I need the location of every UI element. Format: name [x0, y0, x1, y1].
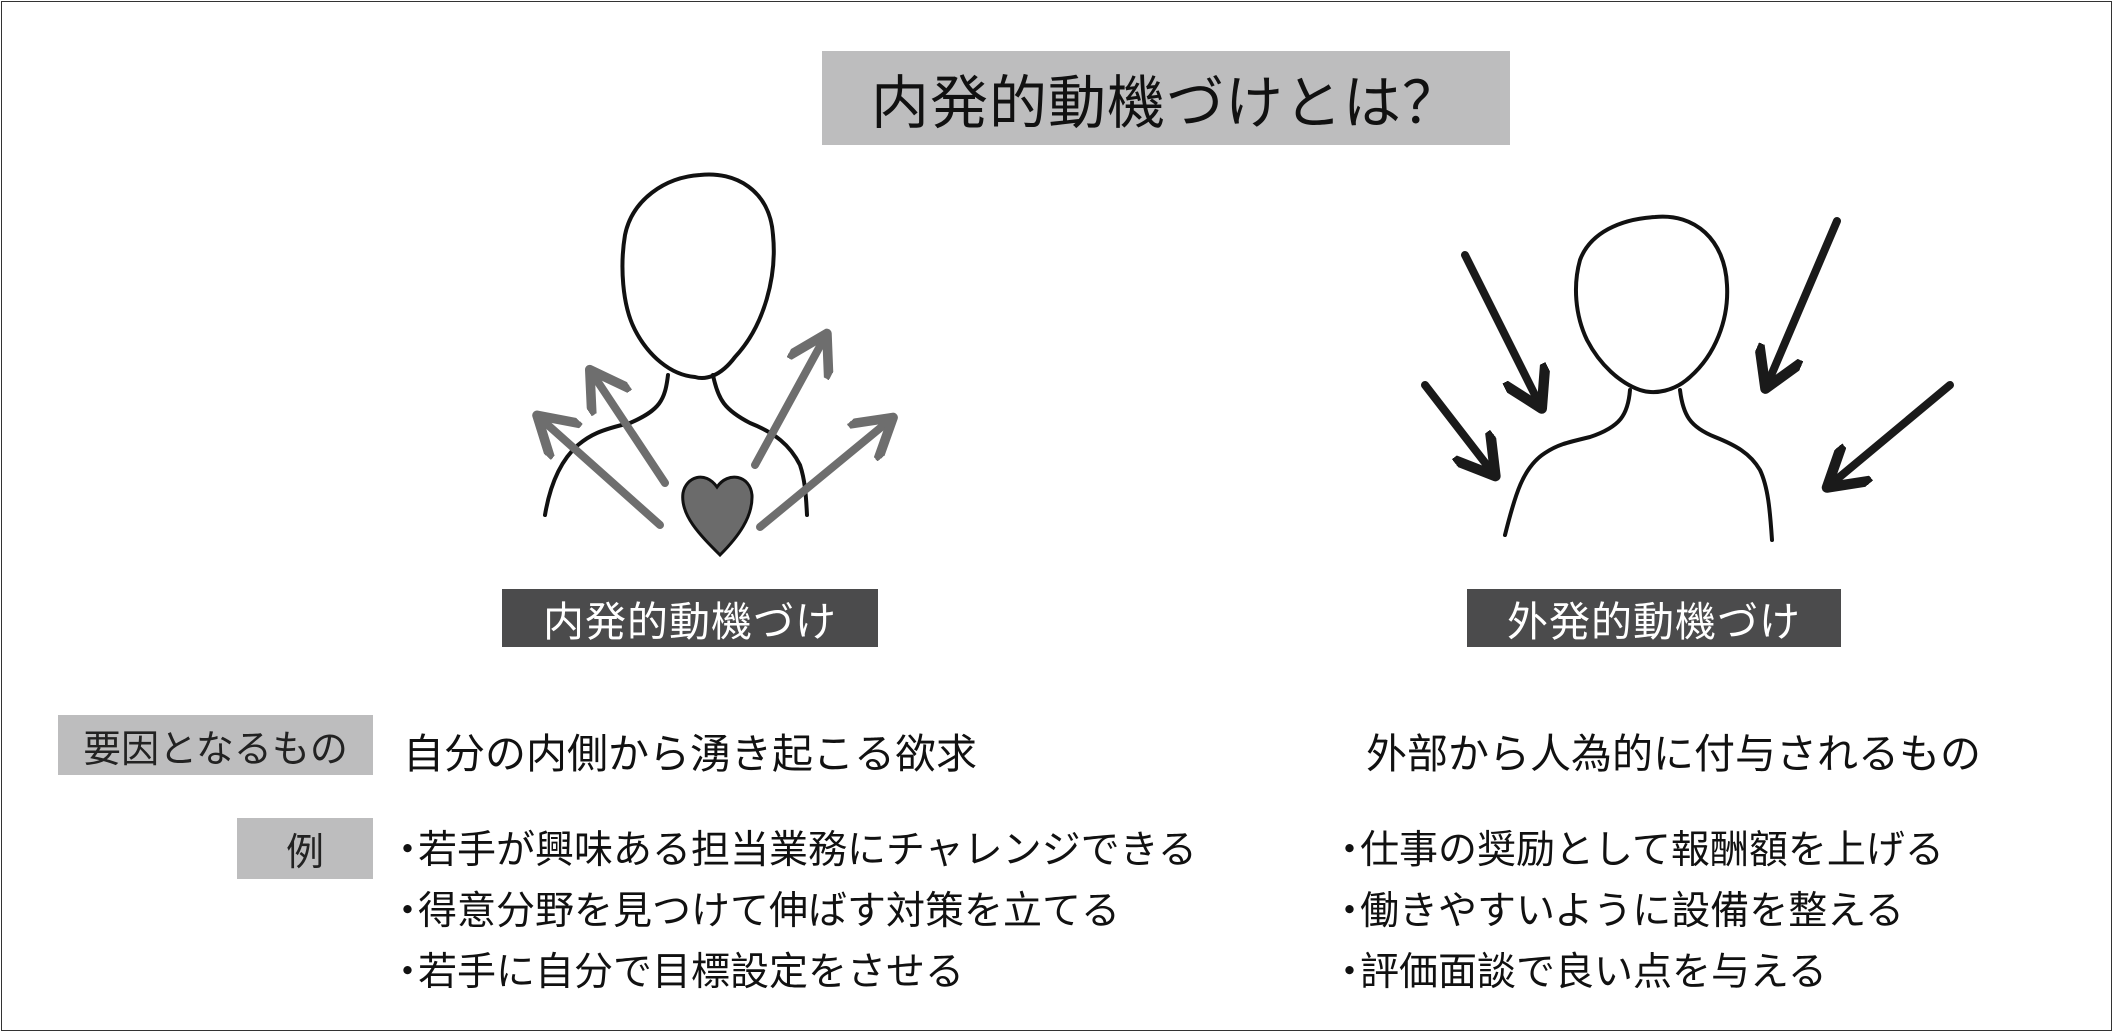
bullet: ・	[388, 950, 428, 995]
inward-arrows-icon	[1421, 217, 1954, 485]
example-text: 若手が興味ある担当業務にチャレンジできる	[418, 828, 1197, 873]
extrinsic-examples: ・仕事の奨励として報酬額を上げる ・働きやすいように設備を整える ・評価面談で良…	[1330, 820, 1944, 1003]
bullet: ・	[1330, 828, 1370, 873]
list-item: ・得意分野を見つけて伸ばす対策を立てる	[388, 881, 1197, 942]
bullet: ・	[388, 889, 428, 934]
person-body-icon	[1503, 388, 1632, 537]
heart-icon	[681, 475, 754, 558]
bullet: ・	[1330, 950, 1370, 995]
list-item: ・若手が興味ある担当業務にチャレンジできる	[388, 820, 1197, 881]
bullet: ・	[388, 828, 428, 873]
example-text: 若手に自分で目標設定をさせる	[418, 950, 965, 995]
list-item: ・若手に自分で目標設定をさせる	[388, 942, 1197, 1003]
example-row-label: 例	[237, 818, 373, 879]
person-head-icon	[620, 172, 776, 380]
list-item: ・評価面談で良い点を与える	[1330, 942, 1944, 1003]
outward-arrows-icon	[540, 337, 890, 531]
extrinsic-label: 外発的動機づけ	[1467, 589, 1841, 647]
extrinsic-person-figure	[1375, 205, 1975, 565]
example-text: 評価面談で良い点を与える	[1360, 950, 1827, 995]
bullet: ・	[1330, 889, 1370, 934]
extrinsic-factor: 外部から人為的に付与されるもの	[1366, 730, 1981, 778]
intrinsic-factor: 自分の内側から湧き起こる欲求	[403, 730, 977, 778]
diagram-title: 内発的動機づけとは？	[822, 51, 1510, 145]
example-text: 仕事の奨励として報酬額を上げる	[1360, 828, 1944, 873]
list-item: ・働きやすいように設備を整える	[1330, 881, 1944, 942]
example-text: 働きやすいように設備を整える	[1360, 889, 1905, 934]
factor-row-label: 要因となるもの	[58, 715, 373, 775]
person-body-icon	[543, 373, 670, 517]
intrinsic-label: 内発的動機づけ	[502, 589, 878, 647]
person-head-icon	[1573, 214, 1730, 395]
example-text: 得意分野を見つけて伸ばす対策を立てる	[418, 889, 1121, 934]
list-item: ・仕事の奨励として報酬額を上げる	[1330, 820, 1944, 881]
intrinsic-person-figure	[520, 165, 920, 565]
intrinsic-examples: ・若手が興味ある担当業務にチャレンジできる ・得意分野を見つけて伸ばす対策を立て…	[388, 820, 1197, 1003]
